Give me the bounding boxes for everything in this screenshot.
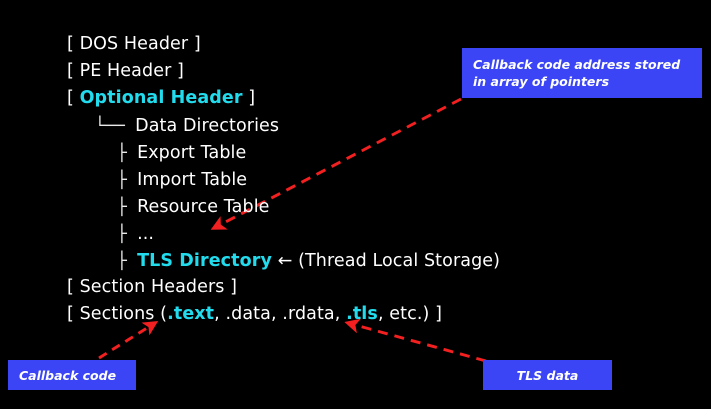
dos-header-label: [ DOS Header ] — [66, 34, 201, 54]
tree-row-section-headers: [ Section Headers ] — [33, 247, 553, 297]
optional-header-label: Optional Header — [79, 88, 243, 108]
arrow-callback-code-to-text-section — [98, 321, 159, 360]
tree-row-dos-header: [ DOS Header ] — [33, 4, 553, 54]
tls-directory-note: (Thread Local Storage) — [298, 251, 501, 271]
section-text-label: .text — [167, 304, 215, 324]
section-headers-label: [ Section Headers ] — [66, 277, 238, 297]
tree-row-sections: [ Sections (.text, .data, .rdata, .tls, … — [33, 274, 553, 324]
pe-header-label: [ PE Header ] — [66, 61, 184, 81]
callout-callback-code-label: Callback code — [19, 367, 117, 383]
optional-header-open-bracket: [ — [66, 88, 80, 108]
sections-suffix-label: , etc.) ] — [377, 304, 442, 324]
import-table-label: Import Table — [137, 170, 248, 190]
callout-callback-code[interactable]: Callback code — [8, 360, 136, 390]
arrow-tls-data-to-tls-section — [344, 318, 487, 363]
sections-prefix-label: [ Sections ( — [66, 304, 168, 324]
section-tls-label: .tls — [346, 304, 378, 324]
export-table-label: Export Table — [137, 143, 247, 163]
tree-branch-tee-icon: ├ — [116, 224, 138, 243]
optional-header-close-bracket: ] — [242, 88, 256, 108]
tls-directory-label: TLS Directory — [137, 251, 272, 271]
callout-pointers-line1: Callback code address stored — [473, 57, 681, 72]
tree-row-tls-directory: ├ TLS Directory ← (Thread Local Storage) — [33, 220, 553, 271]
ellipsis-label: ... — [137, 224, 155, 244]
callout-tls-data[interactable]: TLS data — [483, 360, 612, 390]
sections-middle-label: , .data, .rdata, — [214, 304, 347, 324]
tree-branch-tee-icon: ├ — [116, 143, 138, 162]
left-arrow-icon: ← — [271, 251, 299, 271]
tree-branch-elbow-icon: └── — [94, 116, 136, 135]
tree-branch-tee-icon: ├ — [116, 251, 138, 270]
tree-branch-tee-icon: ├ — [116, 197, 138, 216]
callout-pointers-line2: in array of pointers — [473, 74, 610, 89]
tree-row-pe-header: [ PE Header ] — [33, 31, 553, 81]
tree-row-ellipsis: ├ ... — [33, 193, 553, 244]
data-directories-label: Data Directories — [135, 116, 280, 136]
tree-branch-tee-icon: ├ — [116, 170, 138, 189]
callout-tls-data-label: TLS data — [516, 367, 579, 383]
callout-callback-pointers[interactable]: Callback code address stored in array of… — [462, 48, 702, 98]
resource-table-label: Resource Table — [137, 197, 270, 217]
